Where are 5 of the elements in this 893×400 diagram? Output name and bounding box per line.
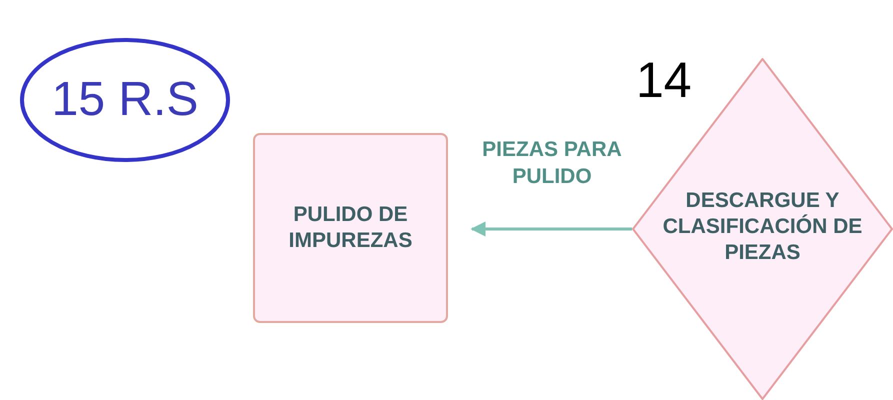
- node-text: PULIDO DE IMPUREZAS: [288, 202, 414, 254]
- step-number: 14: [636, 55, 692, 105]
- node-label: 15 R.S: [50, 72, 200, 128]
- node-text: DESCARGUE Y CLASIFICACIÓN DE PIEZAS: [662, 188, 864, 266]
- arrow: [470, 222, 632, 236]
